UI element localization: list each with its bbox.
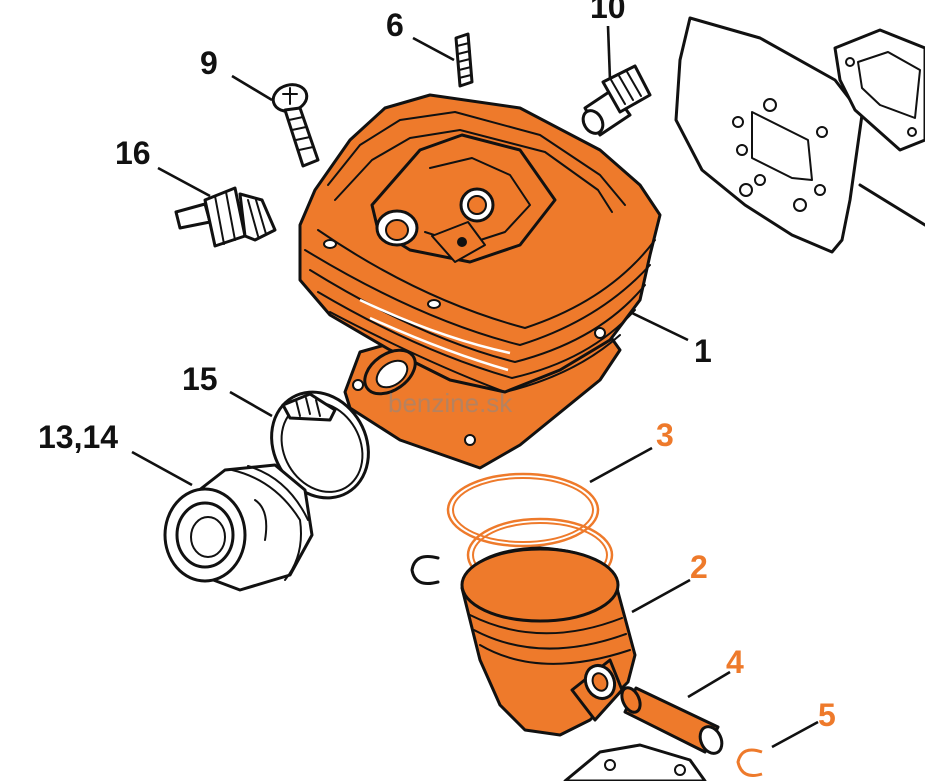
leader-2 (631, 578, 691, 614)
gasket-edge-right (858, 183, 925, 227)
leader-6 (412, 36, 455, 62)
circlip-5 (736, 748, 763, 777)
leader-9 (231, 74, 273, 102)
callout-15: 15 (182, 361, 218, 397)
muffler-gasket-large (674, 16, 864, 254)
stud-6 (454, 32, 474, 88)
callout-10: 10 (590, 0, 626, 25)
leader-1 (631, 311, 689, 342)
leader-4 (687, 670, 731, 699)
leader-10 (606, 25, 612, 81)
spark-plug-16 (174, 186, 277, 248)
screw-9 (271, 83, 320, 168)
callout-3: 3 (656, 417, 674, 453)
callout-1: 1 (694, 333, 712, 369)
callout-2: 2 (690, 549, 708, 585)
leader-3 (589, 446, 653, 484)
callout-6: 6 (386, 7, 404, 43)
piston-pin-4 (620, 686, 724, 755)
intake-manifold-13-14 (163, 463, 314, 592)
leader-13 (131, 450, 193, 487)
callout-4: 4 (726, 644, 744, 680)
circlip-left (410, 555, 440, 585)
leader-16 (157, 166, 211, 198)
watermark: benzine.sk (388, 388, 513, 418)
cylinder (298, 93, 662, 470)
piston-2 (460, 546, 637, 737)
leader-5 (771, 720, 819, 749)
callout-16: 16 (115, 135, 151, 171)
valve-10 (581, 64, 652, 137)
base-gasket-edge (563, 743, 707, 781)
callout-9: 9 (200, 45, 218, 81)
leader-15 (229, 390, 273, 418)
callout-5: 5 (818, 697, 836, 733)
muffler-gasket-small (833, 28, 925, 152)
callout-13-14: 13,14 (38, 419, 118, 455)
